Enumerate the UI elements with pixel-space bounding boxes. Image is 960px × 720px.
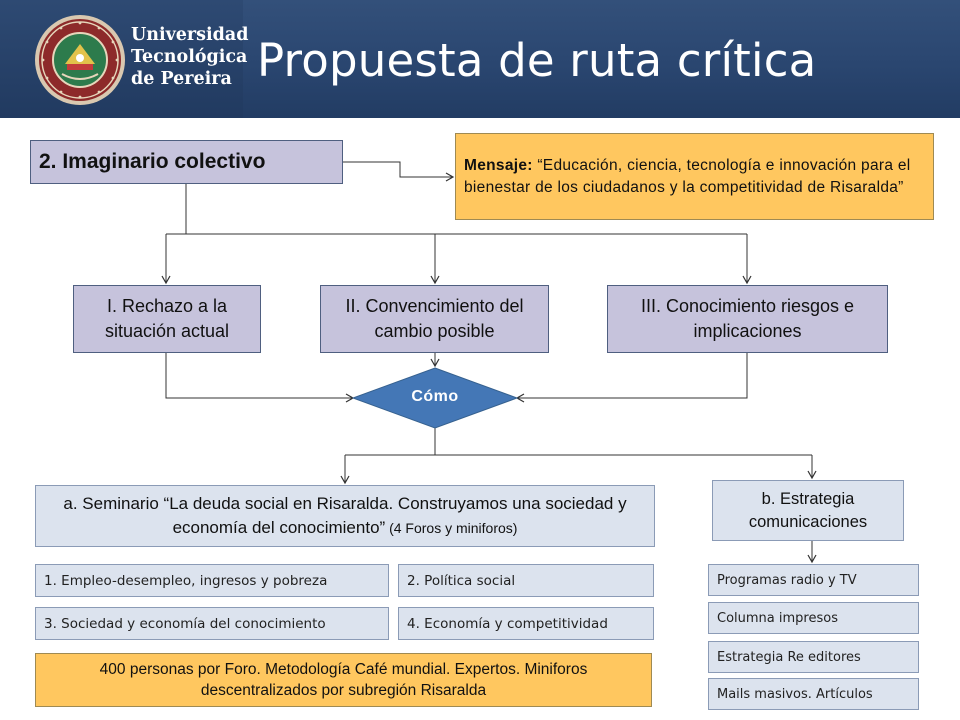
seminar-content: a. Seminario “La deuda social en Risaral… xyxy=(44,492,646,540)
phase-risk-knowledge-box: III. Conocimiento riesgos e implicacione… xyxy=(607,285,888,353)
connector-root-to-message xyxy=(343,161,455,182)
university-seal-icon xyxy=(35,15,125,105)
message-text: “Educación, ciencia, tecnología e innova… xyxy=(464,156,911,196)
university-name-line-1: Universidad xyxy=(131,25,249,45)
channel-item: Columna impresos xyxy=(708,602,919,634)
university-name: Universidad Tecnológica de Pereira xyxy=(131,24,249,90)
logo-panel: Universidad Tecnológica de Pereira xyxy=(0,0,249,118)
phase-conviction-box: II. Convencimiento del cambio posible xyxy=(320,285,549,353)
message-label: Mensaje: xyxy=(464,156,533,174)
seminar-note: (4 Foros y miniforos) xyxy=(385,520,518,536)
channel-item: Mails masivos. Artículos xyxy=(708,678,919,710)
university-name-line-2: Tecnológica xyxy=(131,47,248,67)
seminar-box: a. Seminario “La deuda social en Risaral… xyxy=(35,485,655,547)
decision-label: Cómo xyxy=(411,388,459,405)
page-title: Propuesta de ruta crítica xyxy=(257,34,817,87)
communication-strategy-box: b. Estrategia comunicaciones xyxy=(712,480,904,541)
channel-item: Programas radio y TV xyxy=(708,564,919,596)
forum-item: 4. Economía y competitividad xyxy=(398,607,654,640)
message-content: Mensaje: “Educación, ciencia, tecnología… xyxy=(464,155,925,199)
phase-rejection-box: I. Rechazo a la situación actual xyxy=(73,285,261,353)
forum-item: 2. Política social xyxy=(398,564,654,597)
collective-imaginary-box: 2. Imaginario colectivo xyxy=(30,140,343,184)
message-box: Mensaje: “Educación, ciencia, tecnología… xyxy=(455,133,934,220)
forum-item: 3. Sociedad y economía del conocimiento xyxy=(35,607,389,640)
header-banner: Universidad Tecnológica de Pereira Propu… xyxy=(0,0,960,118)
seminar-text: a. Seminario “La deuda social en Risaral… xyxy=(63,494,627,537)
connector-phase-1-to-decision xyxy=(165,353,355,403)
forum-item: 1. Empleo-desempleo, ingresos y pobreza xyxy=(35,564,389,597)
participants-box: 400 personas por Foro. Metodología Café … xyxy=(35,653,652,707)
university-name-line-3: de Pereira xyxy=(131,69,232,89)
channel-item: Estrategia Re editores xyxy=(708,641,919,673)
connector-phase-3-to-decision xyxy=(515,353,748,403)
